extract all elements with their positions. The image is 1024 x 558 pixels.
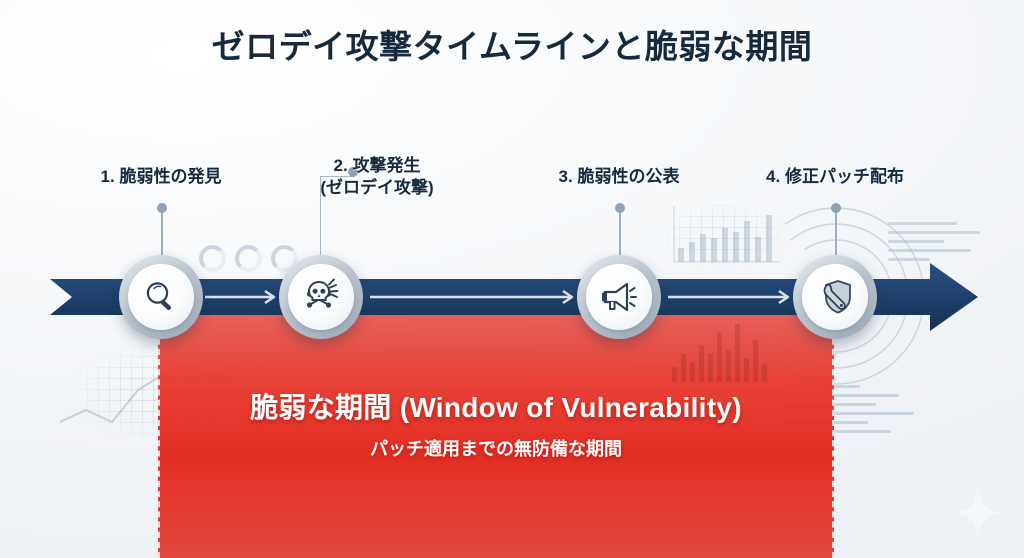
- pin-connector-3: [615, 203, 625, 258]
- ring-icon: [199, 245, 226, 272]
- timeline-node-3[interactable]: [577, 255, 661, 339]
- step-label-2-text: 2. 攻撃発生: [333, 156, 421, 175]
- timeline-node-1-face: [128, 264, 194, 330]
- wrench-shield-icon: [823, 280, 851, 314]
- timeline-node-1[interactable]: [119, 255, 203, 339]
- step-label-1: 1. 脆弱性の発見: [71, 166, 251, 188]
- megaphone-icon: [602, 282, 637, 312]
- ring-icon: [235, 245, 262, 272]
- step-label-3: 3. 脆弱性の公表: [529, 166, 709, 188]
- bar-chart-decoration-red: [672, 316, 767, 382]
- vulnerability-window-subtitle: パッチ適用までの無防備な期間: [370, 439, 622, 459]
- timeline-node-4-face: [802, 264, 868, 330]
- step-label-2: 2. 攻撃発生 (ゼロデイ攻撃): [272, 155, 482, 200]
- sparkle-icon: [954, 486, 1002, 540]
- timeline-node-2[interactable]: [279, 255, 363, 339]
- timeline-node-3-face: [586, 264, 652, 330]
- step-label-4-text: 4. 修正パッチ配布: [766, 167, 904, 186]
- step-label-2-sub: (ゼロデイ攻撃): [320, 178, 434, 198]
- step-label-1-text: 1. 脆弱性の発見: [100, 167, 222, 186]
- step-label-3-text: 3. 脆弱性の公表: [558, 167, 680, 186]
- ring-icon: [271, 245, 298, 272]
- pin-connector-2: [320, 176, 353, 259]
- ring-decoration-group: [199, 245, 298, 272]
- step-label-4: 4. 修正パッチ配布: [745, 166, 925, 188]
- magnifier-icon: [146, 282, 172, 310]
- pin-dot-2: [348, 167, 358, 177]
- timeline-node-2-face: [288, 264, 354, 330]
- vulnerability-window-text: 脆弱な期間 (Window of Vulnerability) パッチ適用までの…: [160, 386, 832, 461]
- pin-connector-4: [831, 203, 841, 258]
- page-title: ゼロデイ攻撃タイムラインと脆弱な期間: [211, 28, 813, 65]
- pin-connector-1: [157, 203, 167, 258]
- vulnerability-window-title: 脆弱な期間 (Window of Vulnerability): [250, 392, 742, 423]
- skull-crossbones-icon: [306, 278, 339, 308]
- timeline-node-4[interactable]: [793, 255, 877, 339]
